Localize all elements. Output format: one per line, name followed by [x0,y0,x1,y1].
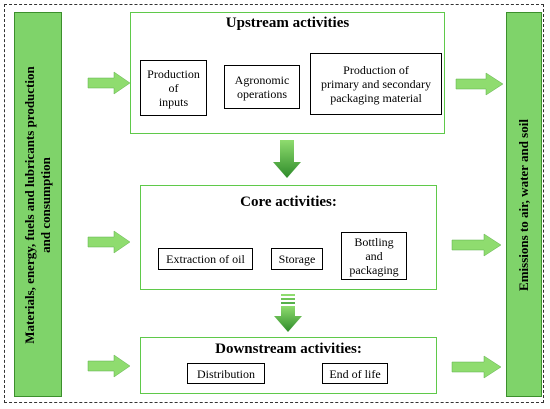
downstream-title: Downstream activities: [215,341,362,357]
upstream-title: Upstream activities [225,15,350,31]
inputs-bar: Materials, energy, fuels and lubricants … [14,12,62,397]
downstream-stage: Downstream activities: Distribution End … [140,337,437,394]
arrow-upstream-to-core [273,140,301,178]
arrow-inputs-to-downstream [87,354,131,378]
arrow-upstream-to-emissions [455,72,504,96]
arrow-downstream-to-emissions [451,355,502,379]
diagram-frame [4,4,544,403]
core-stage: Core activities: Extraction of oil Stora… [140,185,437,290]
production-of-inputs-box: Production of inputs [140,60,207,116]
distribution-box: Distribution [187,363,265,384]
packaging-production-box: Production of primary and secondary pack… [310,53,442,115]
upstream-stage: Upstream activities Production of inputs… [130,12,445,134]
core-title: Core activities: [240,194,337,210]
bottling-packaging-box: Bottling and packaging [341,232,407,280]
extraction-of-oil-box: Extraction of oil [158,248,253,270]
emissions-bar: Emissions to air, water and soil [506,12,542,397]
arrow-core-to-downstream [274,294,302,332]
arrow-core-to-emissions [451,233,502,257]
storage-box: Storage [271,248,323,270]
agronomic-operations-box: Agronomic operations [224,65,300,109]
arrow-inputs-to-core [87,230,131,254]
arrow-inputs-to-upstream [87,71,131,95]
end-of-life-box: End of life [322,363,388,384]
